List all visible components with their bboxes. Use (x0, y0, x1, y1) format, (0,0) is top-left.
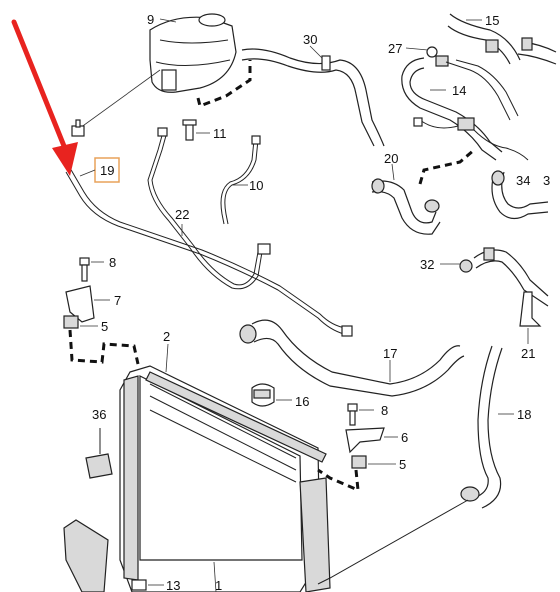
red-arrow (11, 19, 78, 176)
bolt-13 (131, 579, 147, 591)
callout-8-upper: 8 (109, 255, 116, 270)
bolt-8-right (347, 403, 358, 426)
callout-34: 34 (516, 173, 530, 188)
radiator (119, 365, 331, 592)
callout-22: 22 (175, 207, 189, 222)
bracket-6 (345, 427, 385, 454)
dashed-hose-path-tank (196, 60, 252, 109)
hose-34 (491, 170, 549, 220)
pipe-19 (65, 167, 353, 337)
hose-18 (317, 345, 503, 585)
callout-14: 14 (452, 83, 466, 98)
callout-5-left: 5 (101, 319, 108, 334)
bleed-screw (71, 119, 85, 137)
part-32 (459, 247, 549, 307)
rubber-mount-5-left (63, 315, 79, 329)
rubber-mount-5-right (351, 455, 367, 469)
callout-3-partial: 3 (543, 173, 550, 188)
bracket-21 (519, 291, 542, 327)
pipe-22 (147, 127, 271, 290)
callout-8-right: 8 (381, 403, 388, 418)
hose-14 (401, 57, 529, 161)
callout-15: 15 (485, 13, 499, 28)
hose-20 (371, 178, 441, 235)
callout-5-right: 5 (399, 457, 406, 472)
callout-20: 20 (384, 151, 398, 166)
callout-19-highlight-box (94, 157, 120, 183)
callout-10: 10 (249, 178, 263, 193)
lower-bracket (63, 519, 109, 592)
callout-2: 2 (163, 329, 170, 344)
callout-32: 32 (420, 257, 434, 272)
callout-19: 19 (100, 163, 114, 178)
callout-11: 11 (213, 126, 227, 141)
dashed-path-left (68, 329, 140, 365)
part-36 (85, 428, 113, 479)
outlet-connector (239, 319, 465, 397)
callout-9: 9 (147, 12, 154, 27)
callout-1: 1 (215, 578, 222, 592)
bracket-7 (65, 285, 95, 323)
callout-16: 16 (295, 394, 309, 409)
callout-17: 17 (383, 346, 397, 361)
callout-36: 36 (92, 407, 106, 422)
hose-15 (447, 13, 521, 65)
seal-strip-2 (145, 371, 327, 463)
dashed-path-upper-right (418, 148, 475, 185)
bolt-11 (182, 119, 197, 141)
expansion-tank (149, 13, 237, 93)
callout-6: 6 (401, 430, 408, 445)
callout-13: 13 (166, 578, 180, 592)
callout-30: 30 (303, 32, 317, 47)
part-27 (426, 46, 449, 67)
callout-18: 18 (517, 407, 531, 422)
callout-7: 7 (114, 293, 121, 308)
callout-21: 21 (521, 346, 535, 361)
callout-27: 27 (388, 41, 402, 56)
hose-30 (241, 48, 385, 147)
bolt-8-upper (79, 257, 90, 282)
hose-clamp-16 (251, 383, 275, 407)
